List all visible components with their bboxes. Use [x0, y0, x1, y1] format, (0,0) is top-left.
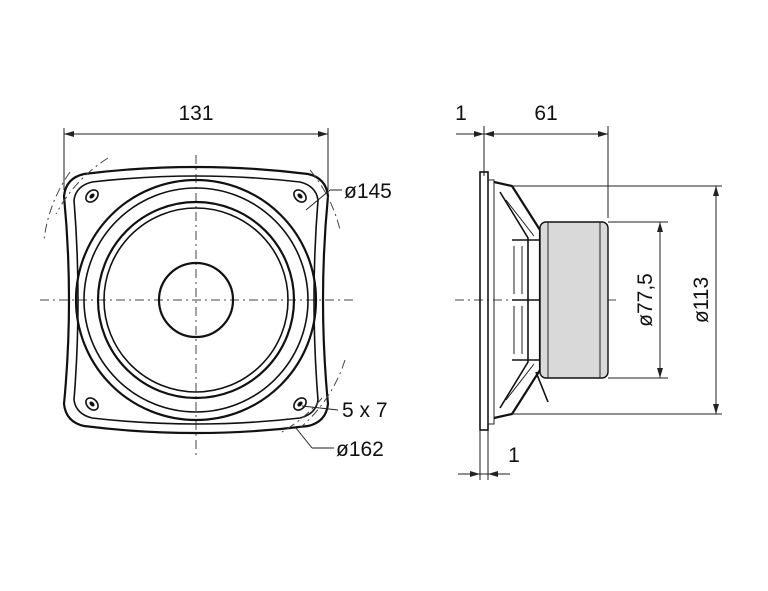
depth-label: 61 — [534, 102, 557, 125]
flange-thickness-label: 1 — [455, 102, 467, 125]
cone-outer-ring — [96, 200, 296, 400]
gasket — [487, 179, 495, 425]
surround-outer-ring — [74, 178, 318, 422]
mounting-holes — [85, 189, 307, 411]
bottom-dimension-arrows — [470, 471, 498, 477]
mounting-hole-top-right — [293, 189, 307, 203]
width-label: 131 — [178, 102, 213, 125]
basket-struts — [505, 199, 535, 401]
bolt-circle-label: ø145 — [344, 180, 392, 203]
bolt-circle-leader — [305, 189, 331, 211]
basket-diameter-label: ø113 — [690, 277, 713, 323]
bolt-circle-arc-top-left — [43, 171, 71, 241]
mounting-hole-bottom-right — [293, 397, 307, 411]
cutout-label: ø162 — [336, 438, 384, 461]
cutout-leader — [295, 427, 313, 449]
side-view: 1 61 ø77,5 ø113 1 — [455, 102, 722, 480]
bolt-circle-arc-top-right — [309, 169, 341, 231]
cone-inner-ring — [103, 207, 289, 393]
bolt-circle-arc-bottom-right — [281, 397, 323, 433]
bolt-circle-arc-top-left-outer — [55, 157, 109, 215]
bottom-flange-label: 1 — [508, 444, 520, 467]
hole-leader — [301, 405, 339, 411]
mounting-hole-top-left — [85, 189, 99, 203]
dust-cap — [157, 261, 235, 339]
front-frame-inner — [73, 175, 319, 425]
mounting-hole-bottom-left — [85, 397, 99, 411]
basket-windows — [512, 239, 540, 361]
front-frame-outer — [62, 165, 330, 435]
cutout-arc-bottom-right — [299, 359, 346, 429]
front-plate — [479, 171, 489, 431]
front-view: 131 — [40, 102, 392, 461]
magnet — [539, 221, 609, 379]
surround-middle-ring — [83, 187, 309, 413]
basket-ribs — [513, 246, 523, 354]
terminal — [535, 371, 549, 403]
magnet-diameter-label: ø77,5 — [634, 273, 657, 327]
hole-size-label: 5 x 7 — [342, 399, 388, 422]
